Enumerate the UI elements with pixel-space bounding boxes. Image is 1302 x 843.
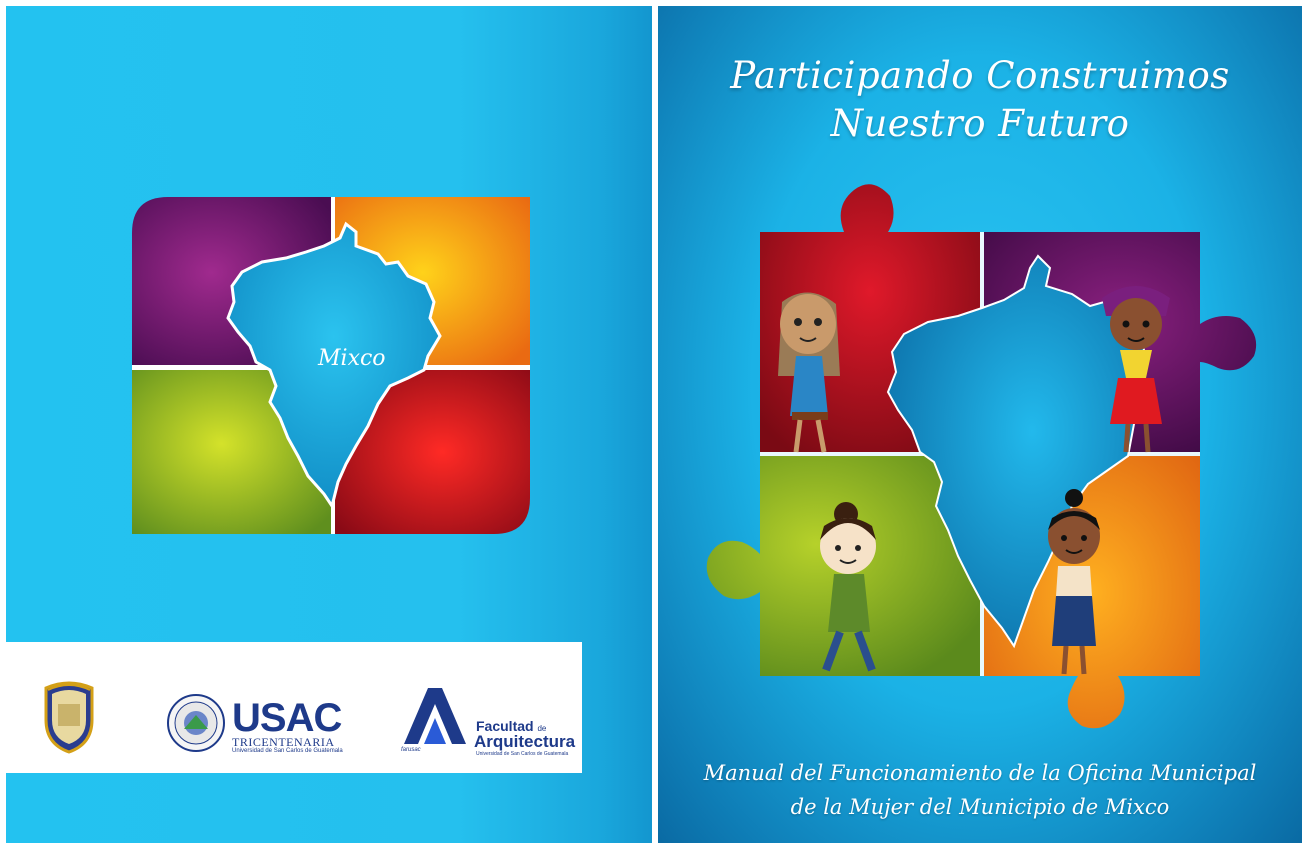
girl-3-illustration xyxy=(820,502,876,672)
faculty-university: Universidad de San Carlos de Guatemala xyxy=(476,751,569,757)
cover-subtitle-line-1: Manual del Funcionamiento de la Oficina … xyxy=(703,761,1257,785)
faculty-title: Facultad de xyxy=(476,718,547,734)
faculty-abbr: farusac xyxy=(401,747,421,753)
girl-1-illustration xyxy=(778,292,840,453)
cover-subtitle-line-2: de la Mujer del Municipio de Mixco xyxy=(790,795,1170,819)
faculty-name: Arquitectura xyxy=(474,732,576,751)
faculty-a-logo-icon xyxy=(404,688,466,744)
mixco-map-shape xyxy=(226,221,442,510)
usac-seal-icon xyxy=(167,694,225,752)
cover-title-line-2: Nuestro Futuro xyxy=(830,102,1130,145)
usac-university: Universidad de San Carlos de Guatemala xyxy=(232,748,343,754)
municipality-crest-icon xyxy=(44,681,94,754)
usac-subtitle: TRICENTENARIA xyxy=(232,735,335,749)
logo-strip xyxy=(6,642,582,773)
girl-4-illustration xyxy=(1048,489,1100,675)
front-cover: Participando Construimos Nuestro Futuro xyxy=(658,6,1302,843)
cover-title-line-1: Participando Construimos xyxy=(730,54,1230,97)
mixco-map-tile xyxy=(132,197,530,534)
mixco-label: Mixco xyxy=(318,346,386,371)
puzzle-illustration xyxy=(706,184,1257,729)
back-cover: Mixco USAC TRICENTENARIA Universidad de … xyxy=(6,6,652,843)
girl-2-illustration xyxy=(1102,286,1170,453)
usac-wordmark: USAC xyxy=(232,696,342,740)
